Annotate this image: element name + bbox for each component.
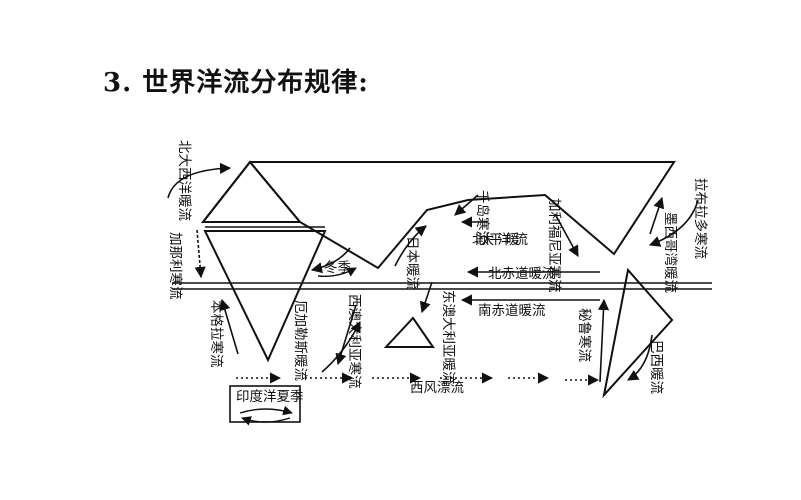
label-brazil: 巴西暖流 xyxy=(648,340,664,394)
label-canary: 加那利寒流 xyxy=(167,232,184,300)
winter-arrow-2 xyxy=(317,267,357,278)
canary-arrow xyxy=(194,229,206,279)
brazil-arrow xyxy=(627,334,653,381)
label-east-australia: 东澳大利亚暖流 xyxy=(440,290,456,385)
label-west-australia: 西澳大利亚寒流 xyxy=(346,294,363,389)
indian-ocean-triangle xyxy=(203,230,327,363)
label-oyashio: 千岛寒流 xyxy=(474,190,491,244)
indian-summer-arrow-2 xyxy=(241,416,291,426)
north-atlantic-arrow xyxy=(167,162,232,199)
indian-summer-arrow xyxy=(239,405,293,416)
label-peru: 秘鲁寒流 xyxy=(576,308,593,362)
california-arrow xyxy=(554,213,579,257)
label-north-equatorial: 北赤道暖流 xyxy=(488,266,556,282)
label-south-equatorial: 南赤道暖流 xyxy=(478,303,546,319)
label-kuroshio: 日本暖流 xyxy=(404,236,420,290)
label-agulhas: 厄加勒斯暖流 xyxy=(292,300,308,381)
labrador-arrow xyxy=(648,199,699,247)
south-america-triangle xyxy=(602,267,674,399)
label-gulf-stream: 墨西哥湾暖流 xyxy=(662,212,679,293)
west-australia-arrow xyxy=(335,304,357,366)
north-atlantic-triangle xyxy=(200,160,303,223)
east-australia-arrow xyxy=(419,281,433,314)
label-north-pacific: 北太平洋暖流 xyxy=(472,232,529,248)
label-california: 加利福尼亚寒流 xyxy=(546,198,563,293)
label-labrador: 拉布拉多寒流 xyxy=(692,178,709,259)
australia-triangle xyxy=(383,316,435,348)
northern-gyre-outline xyxy=(202,161,676,270)
gulf-stream-arrow xyxy=(649,196,665,235)
peru-arrow xyxy=(597,298,610,383)
label-benguela: 本格拉寒流 xyxy=(208,300,225,368)
label-winter: 冬季 xyxy=(324,260,351,276)
benguela-arrow xyxy=(219,298,239,355)
label-indian-summer: 印度洋夏季 xyxy=(236,389,304,405)
label-north-atlantic: 北大西洋暖流 xyxy=(176,140,192,221)
winter-arrow xyxy=(310,247,351,274)
label-west-wind: 西风漂流 xyxy=(410,380,464,396)
agulhas-arrow xyxy=(321,320,361,373)
page-title: 3. 世界洋流分布规律: xyxy=(103,68,369,98)
oyashio-arrow xyxy=(454,194,479,216)
kuroshio-arrow xyxy=(394,225,427,267)
